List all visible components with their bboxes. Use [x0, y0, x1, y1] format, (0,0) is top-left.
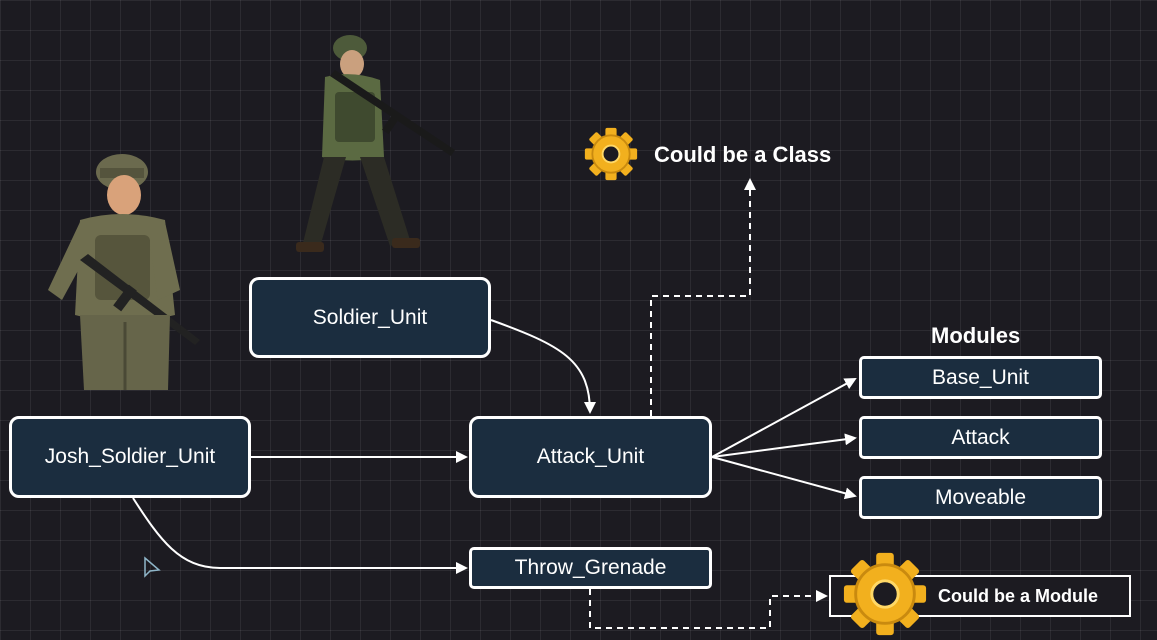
module-note-text: Could be a Module	[938, 586, 1098, 606]
module-attack[interactable]: Attack	[859, 416, 1102, 459]
node-throw-grenade[interactable]: Throw_Grenade	[469, 547, 712, 589]
edge-josh-to-grenade	[132, 497, 468, 574]
module-attack-label: Attack	[951, 425, 1010, 449]
module-base-unit-label: Base_Unit	[932, 365, 1029, 389]
module-moveable-label: Moveable	[934, 485, 1027, 509]
gear-icon	[584, 127, 638, 181]
class-note-text: Could be a Class	[654, 142, 832, 167]
cursor-icon	[144, 556, 161, 578]
edge-dashed-to-module-note	[589, 589, 828, 629]
node-throw-grenade-label: Throw_Grenade	[514, 556, 667, 579]
modules-heading: Modules	[931, 323, 1021, 348]
gear-icon	[843, 552, 927, 636]
soldier-illustration-left	[48, 154, 200, 390]
edge-soldier-to-attack	[490, 319, 596, 414]
node-josh-soldier-unit-label: Josh_Soldier_Unit	[44, 445, 216, 468]
edge-attack-to-base-unit	[711, 378, 857, 458]
node-soldier-unit-label: Soldier_Unit	[312, 305, 428, 329]
edge-attack-to-attack-module	[711, 433, 857, 458]
soldier-illustration-top	[296, 35, 455, 252]
module-base-unit[interactable]: Base_Unit	[859, 356, 1102, 399]
node-attack-unit[interactable]: Attack_Unit	[469, 416, 712, 498]
node-josh-soldier-unit[interactable]: Josh_Soldier_Unit	[9, 416, 251, 498]
edge-dashed-to-class-note	[650, 178, 756, 416]
module-moveable[interactable]: Moveable	[859, 476, 1102, 519]
node-attack-unit-label: Attack_Unit	[536, 445, 645, 468]
edge-attack-to-moveable	[711, 456, 857, 500]
node-soldier-unit[interactable]: Soldier_Unit	[249, 277, 491, 358]
